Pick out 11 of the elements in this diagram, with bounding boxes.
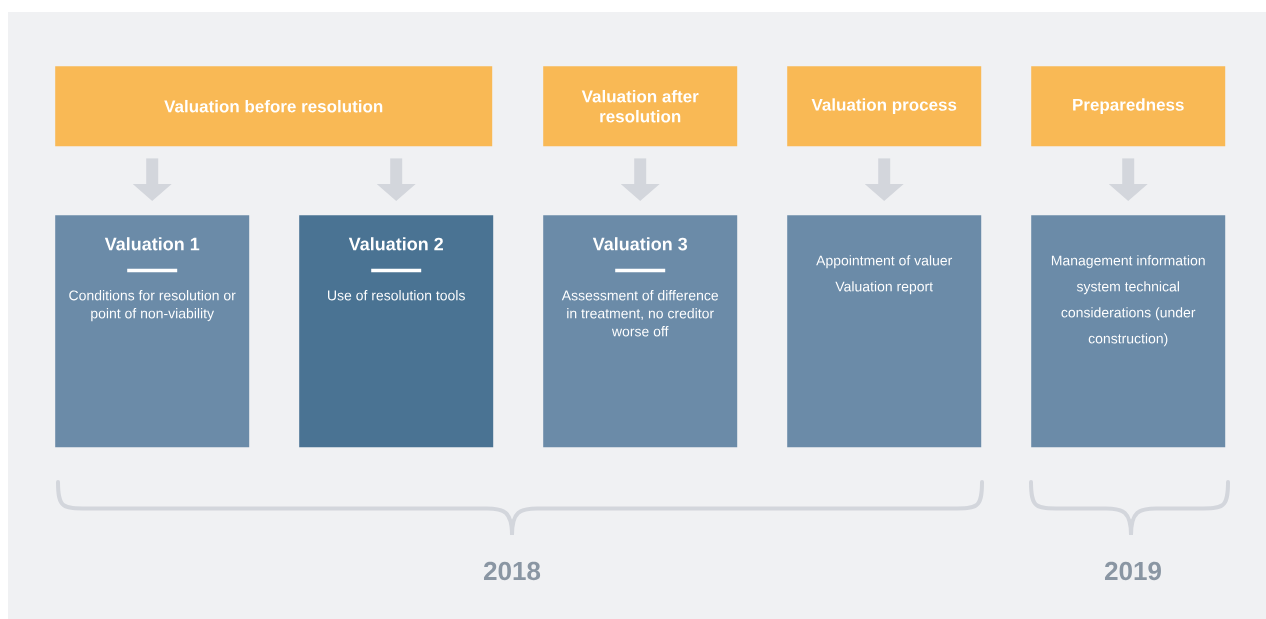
year-label: 2019 [1105,561,1161,581]
header-box: Valuation process [787,66,982,147]
header-box: Valuation before resolution [55,66,493,147]
process-box: Valuation 1 Conditions for resolution or point of non-viability [55,215,250,448]
header-box: Valuation after resolution [543,66,738,147]
process-box: Appointment of valuer Valuation report [787,215,982,448]
process-box: Management information system technical considerations (under construction) [1031,215,1226,448]
header-box: Preparedness [1031,66,1226,147]
process-box: Valuation 3 Assessment of difference in treatment, no creditor worse off [543,215,738,448]
year-label: 2018 [484,561,541,581]
process-box: Valuation 2 Use of resolution tools [299,215,494,448]
